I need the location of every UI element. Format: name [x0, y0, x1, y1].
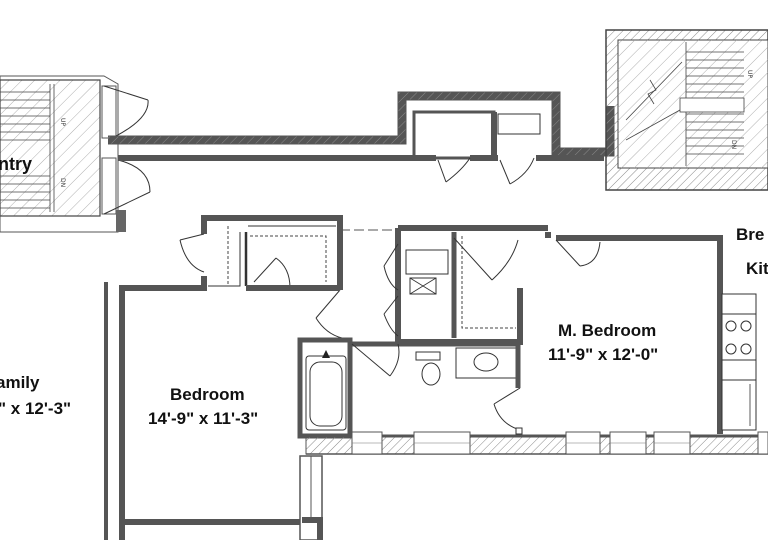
family-room-dims: " x 12'-3": [0, 399, 71, 418]
faucet-marker: [322, 350, 330, 358]
stair-treads: [0, 84, 55, 212]
closet-block: [179, 215, 398, 339]
stair-up-label: UP: [59, 118, 66, 126]
corridor-walls: [108, 91, 615, 185]
upper-stair-block: UP DN: [605, 29, 768, 191]
cooktop: [721, 313, 757, 361]
closet-shelf: [497, 113, 541, 135]
stair-down-label: DN: [59, 178, 66, 187]
upper-stair-down-label: DN: [730, 140, 737, 149]
upper-stair-up-label: UP: [746, 70, 753, 78]
closet-block-doors: [179, 233, 343, 339]
toilet-bowl: [421, 362, 441, 386]
master-bedroom-dims: 11'-9" x 12'-0": [548, 345, 658, 364]
master-bedroom-walls: [545, 232, 723, 434]
entry-wall-stub: [116, 210, 126, 232]
master-bedroom-name: M. Bedroom: [558, 321, 656, 340]
upper-stair-treads: [625, 42, 745, 166]
breakfast-room-name: Bre: [736, 225, 764, 244]
south-exterior-wall: [305, 431, 768, 455]
closet-doors: [437, 157, 535, 185]
entry-doors: [101, 85, 151, 215]
bedroom-dims: 14'-9" x 11'-3": [148, 409, 258, 428]
bath-doors: [383, 237, 519, 337]
bedroom-name: Bedroom: [170, 385, 245, 404]
master-bedroom-door: [555, 239, 601, 267]
entry-label: ntry: [0, 154, 32, 174]
bath-block: [297, 225, 548, 439]
sink-bowl: [473, 352, 499, 372]
kitchen-area: [721, 293, 757, 431]
kitchen-room-name: Kit: [746, 259, 768, 278]
toilet-tank: [415, 351, 441, 361]
family-room-name: amily: [0, 373, 40, 392]
bedroom-walls: [119, 276, 340, 540]
washer-appliance: [405, 249, 449, 275]
entry-stair-block: UP DN ntry: [0, 75, 151, 233]
refrigerator: [721, 379, 757, 431]
